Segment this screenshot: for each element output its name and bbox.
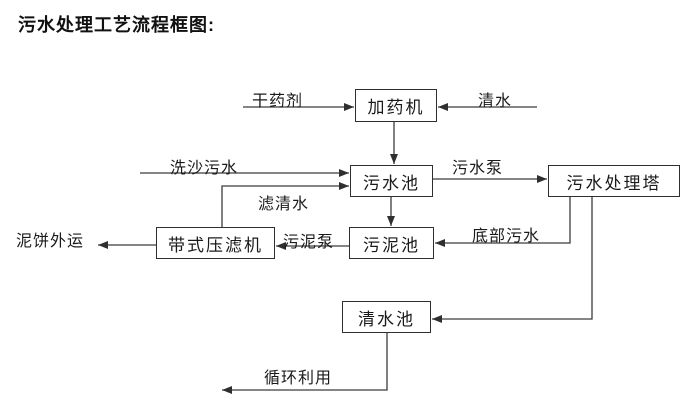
node-dosing-machine: 加药机: [355, 89, 437, 122]
edge-label-filtered-water-return: 滤清水: [258, 196, 310, 213]
node-sewage-pool: 污水池: [350, 165, 433, 197]
edge-label-clean-water-in: 清水: [478, 93, 513, 110]
edge-label-sludge-pump: 污泥泵: [283, 234, 335, 251]
node-belt-filter-press: 带式压滤机: [156, 227, 275, 259]
edge-label-recycle-out: 循环利用: [264, 370, 333, 387]
edge-label-sewage-pump: 污水泵: [452, 160, 504, 177]
node-sludge-pool: 污泥池: [349, 227, 434, 259]
edge-recycle-out: [222, 333, 388, 394]
node-clean-water-pool: 清水池: [342, 301, 431, 333]
edge-label-mud-cake-out: 泥饼外运: [16, 233, 85, 250]
page-title: 污水处理工艺流程框图:: [18, 15, 215, 35]
edge-tower-to-clean-water: [432, 197, 593, 323]
edge-label-bottom-sewage: 底部污水: [472, 228, 541, 245]
edge-label-dry-chemical-in: 干药剂: [252, 93, 304, 110]
edge-bottom-sewage: [435, 197, 571, 247]
node-sewage-treatment-tower: 污水处理塔: [548, 165, 680, 197]
edge-label-sand-wash-sewage-in: 洗沙污水: [170, 160, 239, 177]
edge-filtered-water-return: [221, 182, 349, 227]
